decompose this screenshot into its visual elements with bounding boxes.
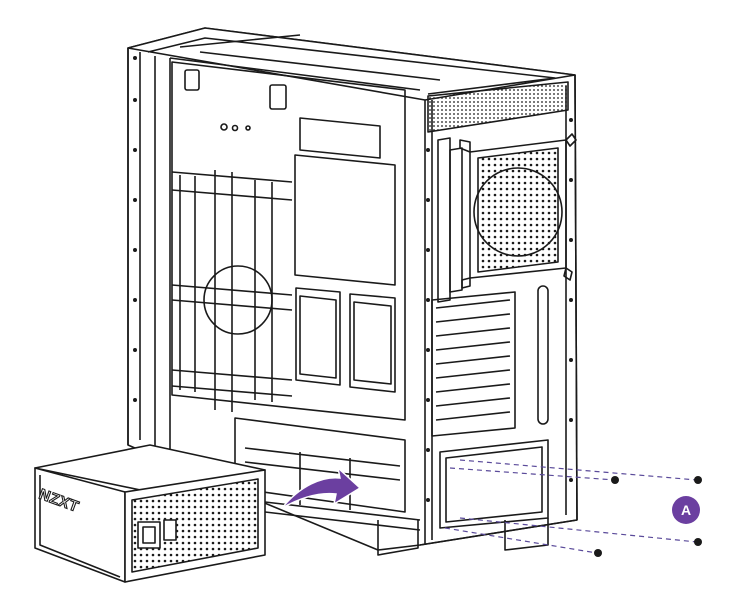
- curved-arrow-icon: [281, 465, 362, 509]
- callout-a-label: A: [681, 502, 691, 518]
- fan-icon: [203, 265, 273, 335]
- screw-leaders: [444, 459, 698, 554]
- power-supply: [34, 444, 266, 583]
- expansion-slots: [435, 299, 511, 421]
- case-rivets: [133, 56, 573, 502]
- pc-case: [127, 27, 578, 556]
- screw-icon: [594, 476, 702, 557]
- fan-icon: [473, 167, 563, 257]
- callout-a: A: [672, 496, 700, 524]
